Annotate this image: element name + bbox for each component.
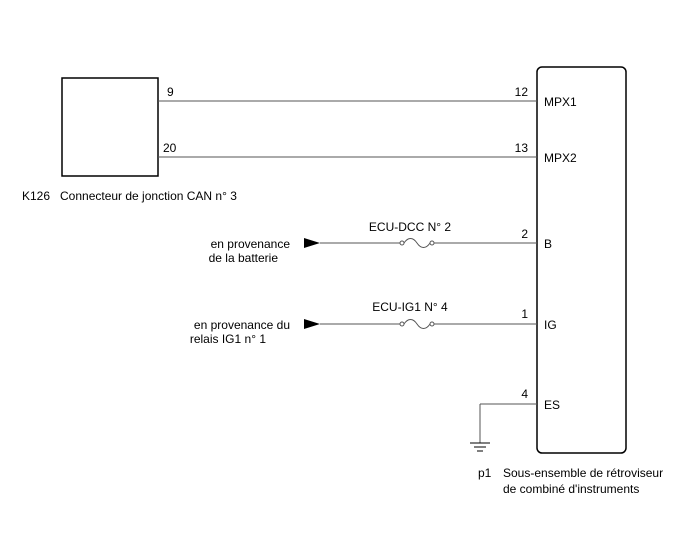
fuse-ecu-dcc-terminal-left xyxy=(399,240,405,246)
battery-source-line1: en provenance xyxy=(211,237,291,251)
terminal-es: ES xyxy=(544,398,560,412)
relay-source-line2: relais IG1 n° 1 xyxy=(190,332,266,346)
fuse-ecu-ig1-icon xyxy=(403,319,431,329)
mirror-assembly-box xyxy=(536,66,627,454)
pin-label-4: 4 xyxy=(521,387,528,401)
fuse-ecu-dcc-icon xyxy=(403,238,431,248)
mirror-assembly-name-line2: de combiné d'instruments xyxy=(503,482,639,496)
terminal-b: B xyxy=(544,237,552,251)
fuse-ecu-ig1-terminal-left xyxy=(399,321,405,327)
junction-connector-name: Connecteur de jonction CAN n° 3 xyxy=(60,189,237,203)
fuse-ecu-ig1-label: ECU-IG1 N° 4 xyxy=(372,300,448,314)
fuse-ecu-ig1-terminal-right xyxy=(429,321,435,327)
terminal-mpx1: MPX1 xyxy=(544,95,577,109)
pin-label-2: 2 xyxy=(521,227,528,241)
pin-label-13: 13 xyxy=(515,141,529,155)
ground-icon xyxy=(470,442,490,452)
pin-label-12: 12 xyxy=(515,85,529,99)
mirror-assembly-code: p1 xyxy=(478,466,492,480)
pin-label-1: 1 xyxy=(521,307,528,321)
relay-input-arrow-icon xyxy=(304,319,320,329)
terminal-mpx2: MPX2 xyxy=(544,151,577,165)
terminal-ig: IG xyxy=(544,318,557,332)
relay-source-line1: en provenance du xyxy=(194,318,290,332)
fuse-ecu-dcc-label: ECU-DCC N° 2 xyxy=(369,220,451,234)
fuse-ecu-dcc-terminal-right xyxy=(429,240,435,246)
battery-source-line2: de la batterie xyxy=(209,251,279,265)
battery-input-arrow-icon xyxy=(304,238,320,248)
junction-connector-code: K126 xyxy=(22,189,50,203)
pin-label-9: 9 xyxy=(167,85,174,99)
junction-connector-box xyxy=(61,77,159,177)
mirror-assembly-name-line1: Sous-ensemble de rétroviseur xyxy=(503,466,663,480)
pin-label-20: 20 xyxy=(163,141,177,155)
